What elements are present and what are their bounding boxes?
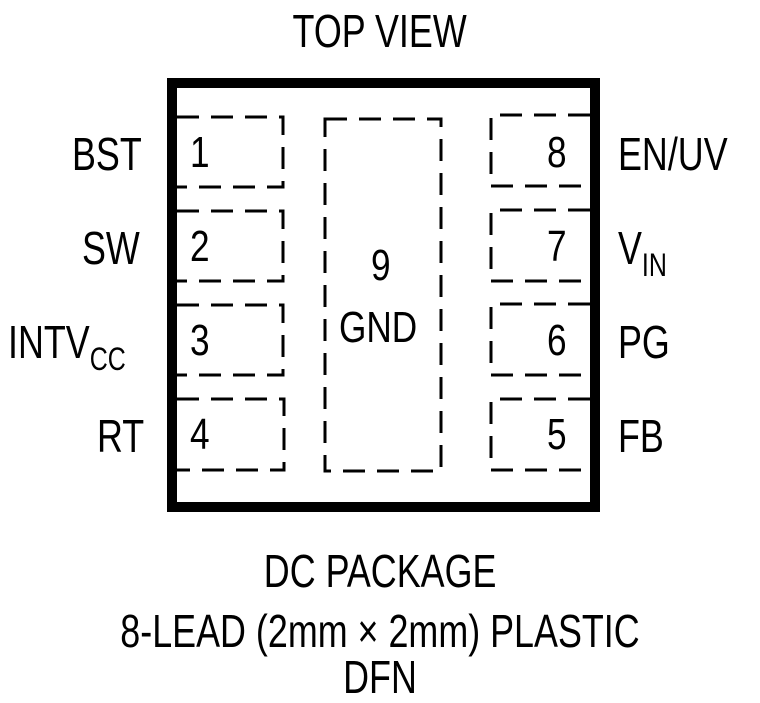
pin-label-en-uv: EN/UV <box>618 128 728 180</box>
pin-label-fb: FB <box>618 410 664 462</box>
pin-label-sw: SW <box>82 222 140 274</box>
pin-number-5: 5 <box>547 410 567 459</box>
pin-number-8: 8 <box>547 128 567 177</box>
pin-number-3: 3 <box>190 316 210 365</box>
pad-label-gnd: GND <box>339 303 418 352</box>
pin-label-intvcc: INTVCC <box>8 316 126 377</box>
pin-number-6: 6 <box>547 316 567 365</box>
package-outline <box>167 78 600 512</box>
pin-number-7: 7 <box>547 222 567 271</box>
pin-number-4: 4 <box>190 410 210 459</box>
pin-label-rt: RT <box>97 410 145 462</box>
pin-number-2: 2 <box>190 222 210 271</box>
diagram-title: TOP VIEW <box>292 5 468 57</box>
pin-label-vin: VIN <box>618 222 667 283</box>
pad-number-9: 9 <box>371 241 391 290</box>
package-name: DC PACKAGE <box>263 545 497 597</box>
pin-number-1: 1 <box>190 128 210 177</box>
package-description: 8-LEAD (2mm × 2mm) PLASTIC DFN <box>120 605 640 703</box>
pin-label-pg: PG <box>618 316 670 368</box>
pin-label-bst: BST <box>72 128 142 180</box>
